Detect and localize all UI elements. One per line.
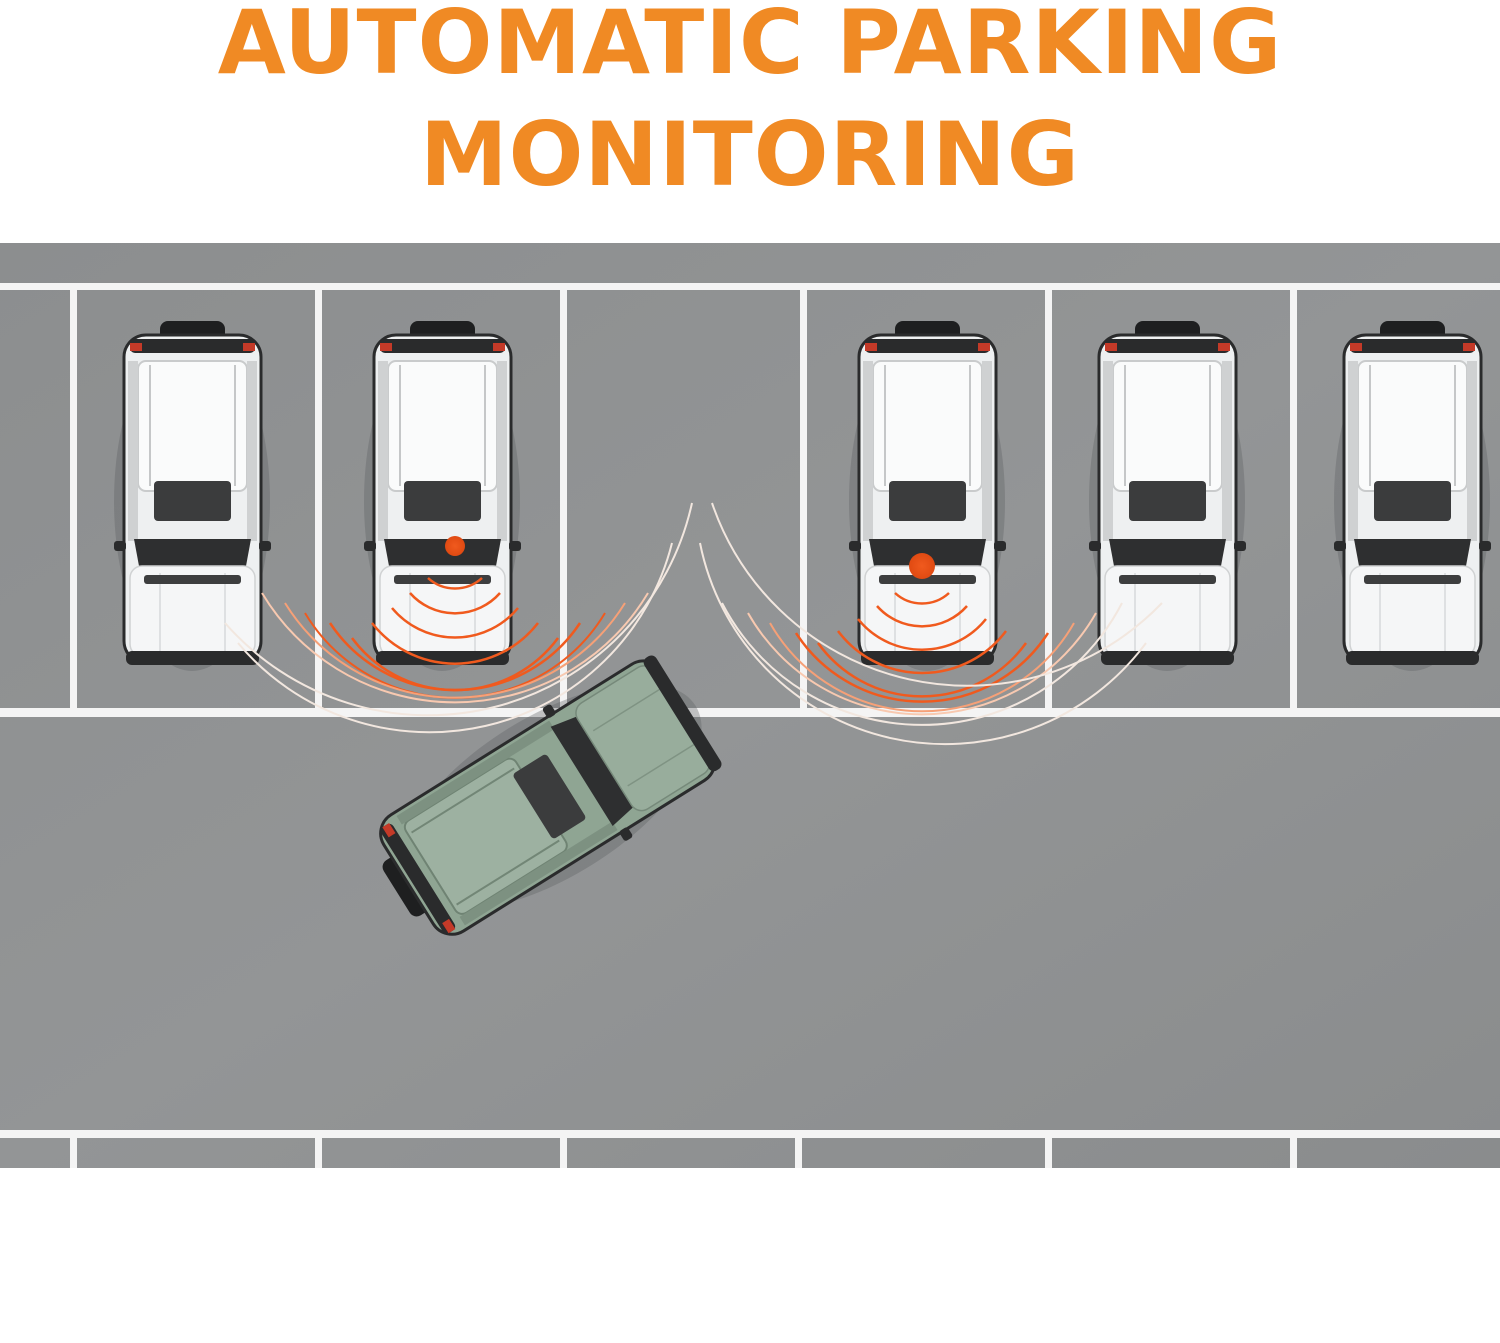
parking-lines-bottom [0,1130,1500,1168]
parked-car-5 [1332,319,1493,673]
headline-line-1: AUTOMATIC PARKING [217,0,1283,94]
sensor-waves-left [224,502,693,734]
parked-car-2 [362,319,523,673]
parking-lot-illustration [0,243,1500,1168]
parked-car-3 [847,319,1008,673]
sensor-waves-right [699,502,1163,746]
parking-lines-top [0,283,1500,717]
headline-line-2: MONITORING [420,103,1080,206]
parked-car-1 [112,319,273,673]
